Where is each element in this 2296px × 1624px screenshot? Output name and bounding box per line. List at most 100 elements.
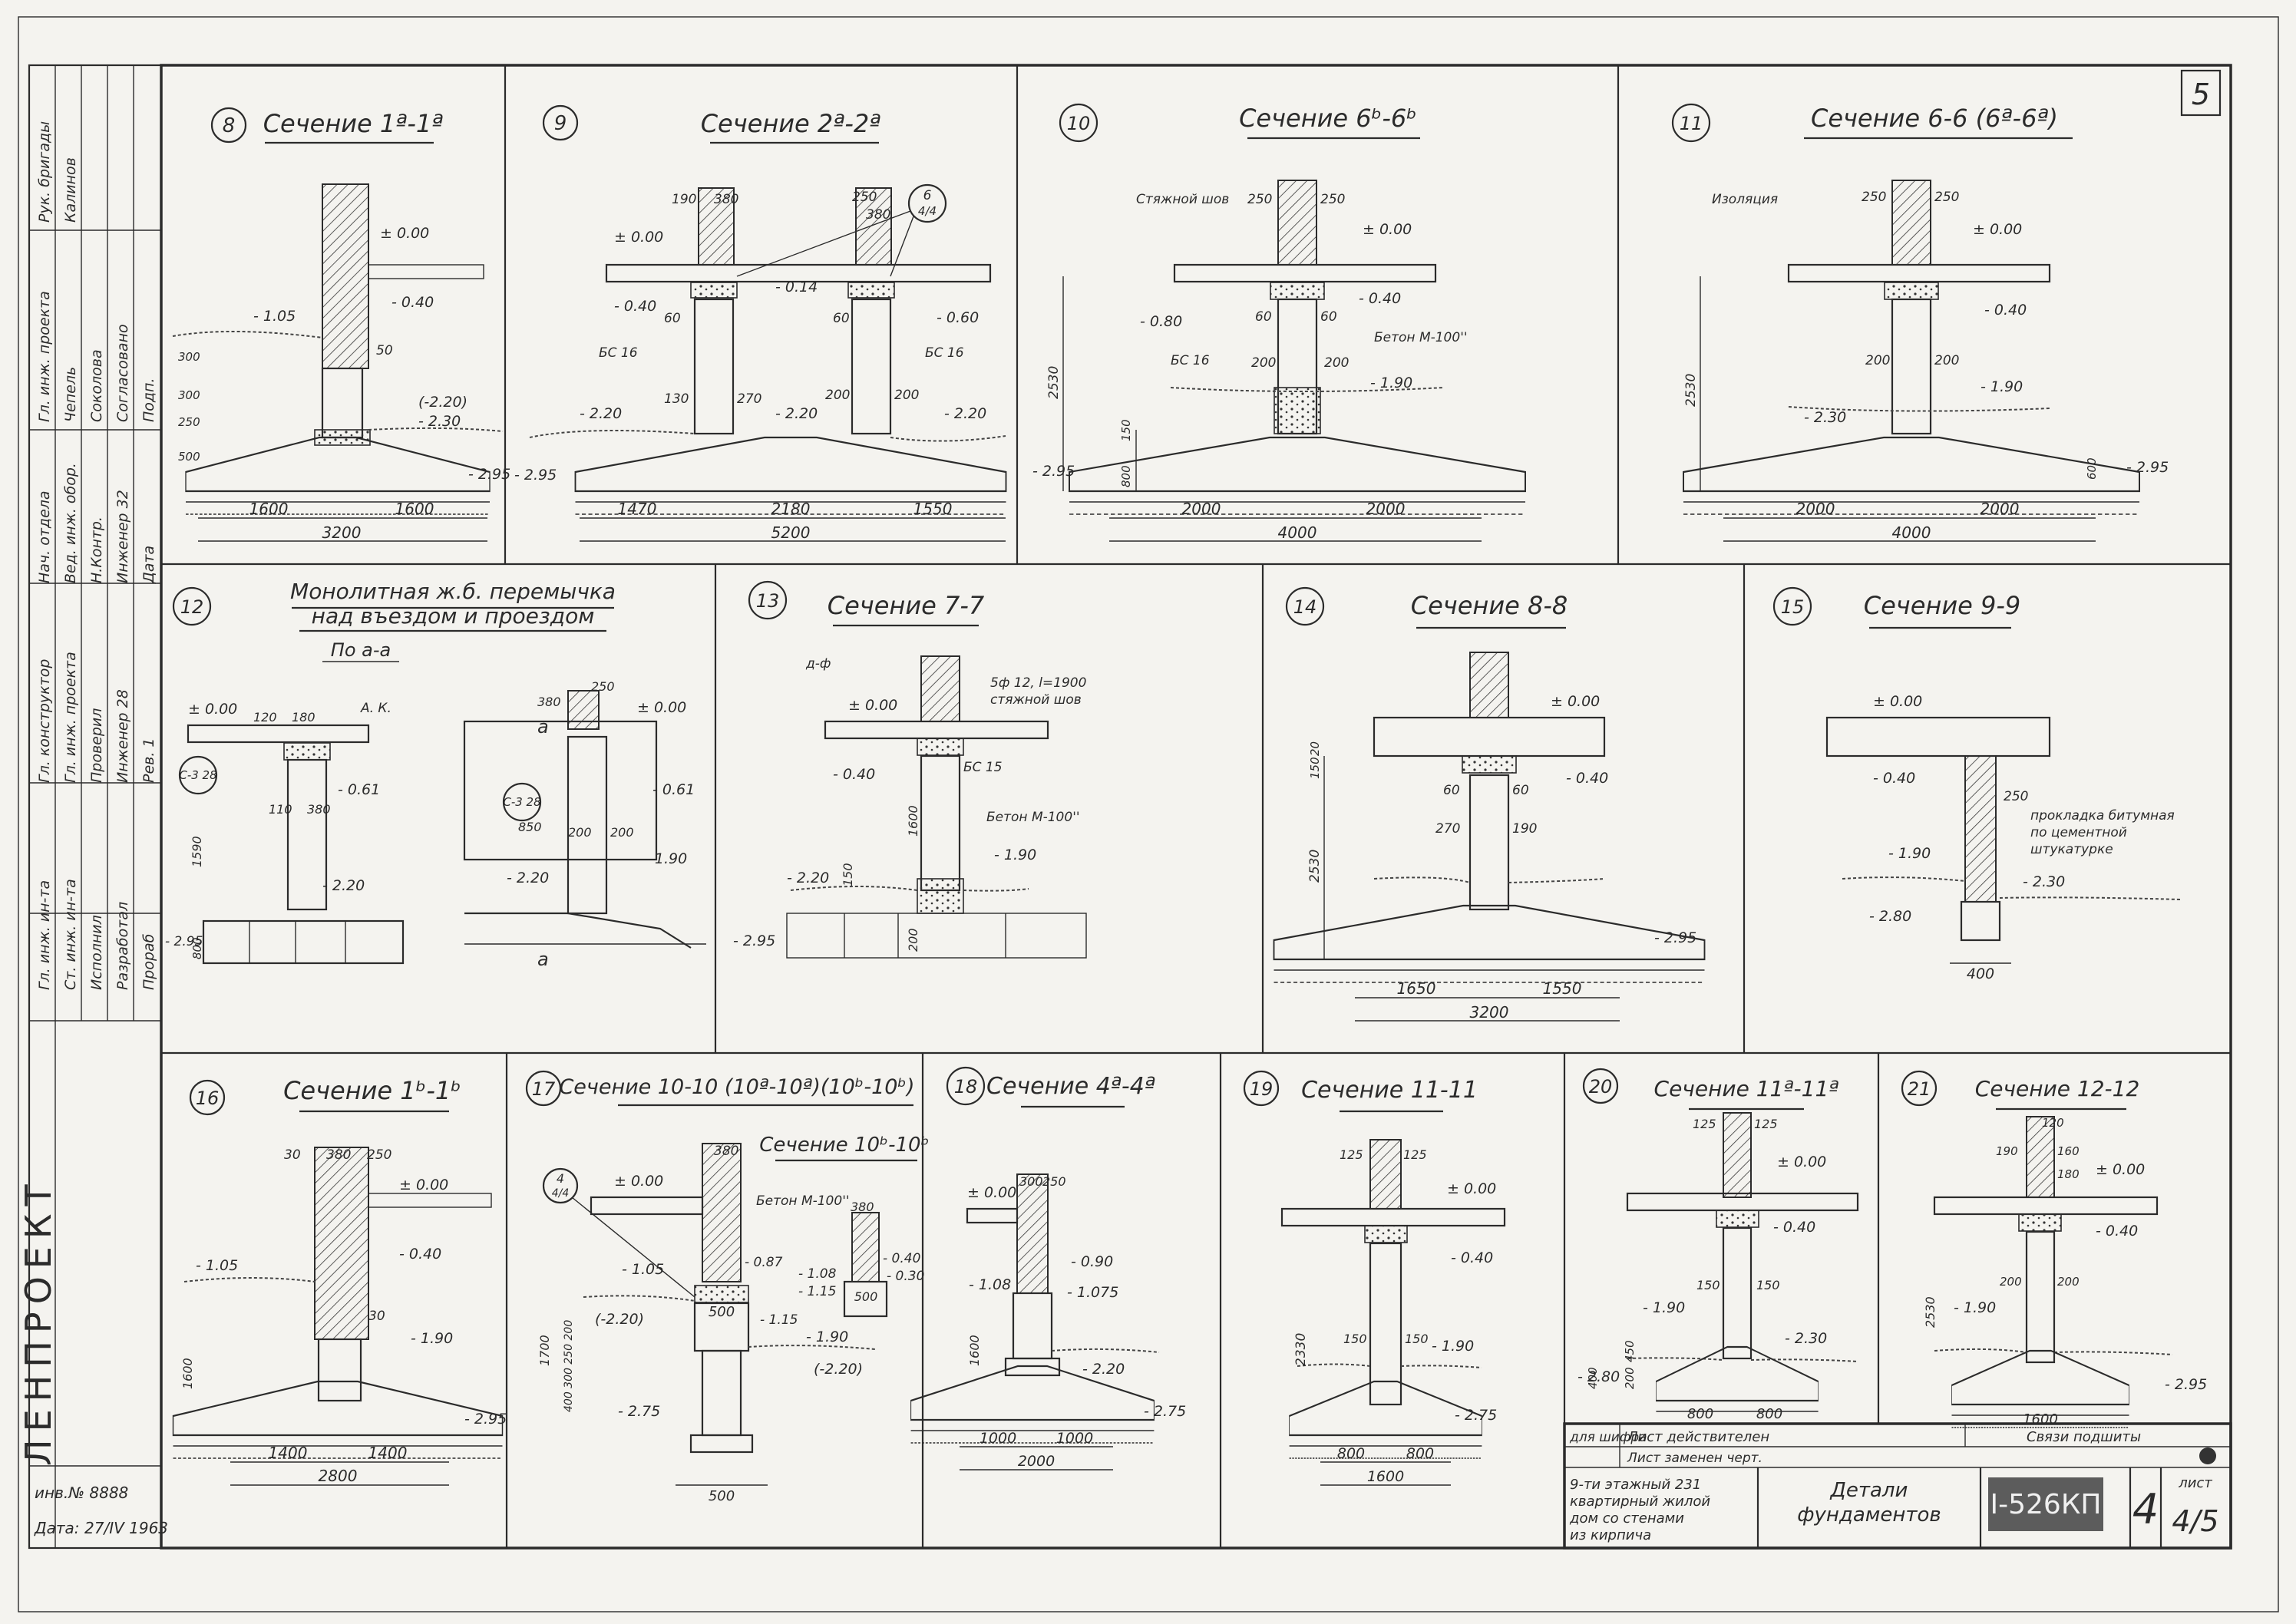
note: БС 15 <box>963 760 1003 775</box>
note: 200 <box>825 388 850 403</box>
stamp-text: Чепель <box>62 367 79 422</box>
note: 30 <box>368 1309 385 1324</box>
stamp-text: Прораб <box>140 933 157 990</box>
dim: 5200 <box>771 523 811 542</box>
title-block-cell: Связи подшиты <box>2027 1429 2141 1445</box>
stamp-text: Калинов <box>62 157 79 223</box>
note: 250 <box>1247 192 1272 207</box>
section-number: 10 <box>1067 113 1091 134</box>
section-12: 12 Монолитная ж.б. перемычка над въездом… <box>165 579 706 970</box>
dim: 500 <box>854 1289 878 1304</box>
dim: 1400 <box>269 1444 308 1462</box>
section-13: 13 Сечение 7-7 ± 0.00 - 0.40 - 2.20 - 1.… <box>733 580 1087 959</box>
note: 200 <box>610 825 634 840</box>
elevation: - 0.40 <box>1773 1219 1815 1236</box>
elevation: - 2.95 <box>733 932 775 949</box>
section-number-circle <box>748 580 788 620</box>
date-value: 27/IV 1963 <box>84 1519 168 1537</box>
note: 300 <box>1019 1174 1043 1189</box>
dim: 1000 <box>980 1430 1016 1447</box>
stamp-text: Гл. конструктор <box>36 659 53 783</box>
elevation: - 1.90 <box>1643 1299 1685 1316</box>
note: 160 <box>2057 1144 2080 1158</box>
dim: 1550 <box>913 500 953 518</box>
elevation: (-2.20) <box>418 394 467 411</box>
stamp-text: Гл. инж. ин-та <box>36 880 53 990</box>
section-title: Сечение 2ª-2ª <box>701 109 881 138</box>
elevation: - 1.90 <box>1981 378 2023 395</box>
elevation: - 2.20 <box>322 877 365 894</box>
note: Изоляция <box>1712 192 1778 207</box>
title-block-cell: для шифра <box>1569 1430 1647 1445</box>
elevation: - 1.08 <box>798 1266 837 1282</box>
dim: 1470 <box>618 500 657 518</box>
note: 2530 <box>1046 366 1062 399</box>
section-title: Сечение 9-9 <box>1864 591 2020 620</box>
note: 150 <box>1119 419 1133 441</box>
note: 250 <box>1934 190 1959 205</box>
section-number: 12 <box>180 596 204 618</box>
section-title: Сечение 6ᵇ-6ᵇ <box>1239 104 1417 133</box>
elevation: ± 0.00 <box>188 701 237 718</box>
note: 400 <box>1586 1367 1600 1389</box>
sheet-title: фундаментов <box>1797 1504 1941 1527</box>
date-label: Дата: <box>34 1519 80 1537</box>
note: 2530 <box>1683 374 1699 407</box>
note: 200 <box>1324 355 1349 371</box>
note: 200 <box>1934 353 1959 368</box>
note: 200 <box>2000 1275 2022 1289</box>
elevation: ± 0.00 <box>399 1177 448 1193</box>
note: 60 <box>1443 783 1460 798</box>
note: 200 <box>1865 353 1890 368</box>
note: 120 <box>253 710 277 725</box>
note: 200 <box>906 928 920 952</box>
note: 150 <box>1343 1332 1367 1346</box>
note: 5ф 12, l=1900 <box>990 675 1086 691</box>
callout: С-3 28 <box>503 795 540 809</box>
note: Бетон М-100'' <box>1374 330 1468 345</box>
elevation: - 1.90 <box>411 1330 453 1347</box>
dim: 3200 <box>1470 1003 1509 1022</box>
note: 250 <box>2004 789 2028 804</box>
section-number-circle <box>1243 1070 1280 1107</box>
section-number-circle <box>525 1070 562 1107</box>
left-stamp: Гл. инж. ин-та Гл. конструктор Нач. отде… <box>18 65 168 1548</box>
section-number: 15 <box>1781 596 1805 618</box>
note: 150 <box>1756 1278 1780 1292</box>
elevation: - 1.90 <box>1888 845 1931 862</box>
note: 1600 <box>967 1335 982 1366</box>
elevation: - 1.90 <box>806 1329 848 1345</box>
sheet-label: лист <box>2178 1475 2212 1491</box>
section-title: Сечение 8-8 <box>1411 591 1568 620</box>
elevation: ± 0.00 <box>2096 1161 2145 1178</box>
corner-number: 5 <box>2192 78 2210 111</box>
stamp-text: Вед. инж. обор. <box>62 463 79 583</box>
note: 250 <box>1042 1174 1066 1189</box>
section-16: 16 Сечение 1ᵇ-1ᵇ 1400 1400 2800 ± 0.00 -… <box>172 1076 507 1486</box>
sheet-title: Детали <box>1830 1479 1908 1502</box>
elevation: - 2.30 <box>1785 1330 1827 1347</box>
section-number-circle <box>1059 103 1098 143</box>
note: 125 <box>1754 1117 1778 1131</box>
section-title: Сечение 4ª-4ª <box>986 1073 1155 1100</box>
section-number: 21 <box>1908 1078 1931 1100</box>
note: д-ф <box>805 656 831 672</box>
elevation: - 0.40 <box>1873 770 1915 787</box>
dim: 3200 <box>322 523 362 542</box>
elevation: - 0.61 <box>652 781 695 798</box>
note: штукатурке <box>2030 842 2113 857</box>
note: 60 <box>1320 309 1337 325</box>
elevation: - 1.90 <box>1432 1338 1474 1355</box>
note: 380 <box>326 1147 351 1163</box>
stamp-text: Исполнил <box>88 915 105 990</box>
note: 380 <box>866 207 890 223</box>
note: 180 <box>292 710 315 725</box>
elevation: - 2.30 <box>418 413 461 430</box>
section-number-circle <box>172 586 212 626</box>
note: 125 <box>1340 1147 1363 1162</box>
note: 2530 <box>1307 850 1323 883</box>
section-number-circle <box>210 107 247 144</box>
elevation: - 2.75 <box>1144 1403 1186 1420</box>
section-title: Сечение 1ᵇ-1ᵇ <box>283 1076 461 1105</box>
stamp-text: Разработал <box>114 902 131 990</box>
